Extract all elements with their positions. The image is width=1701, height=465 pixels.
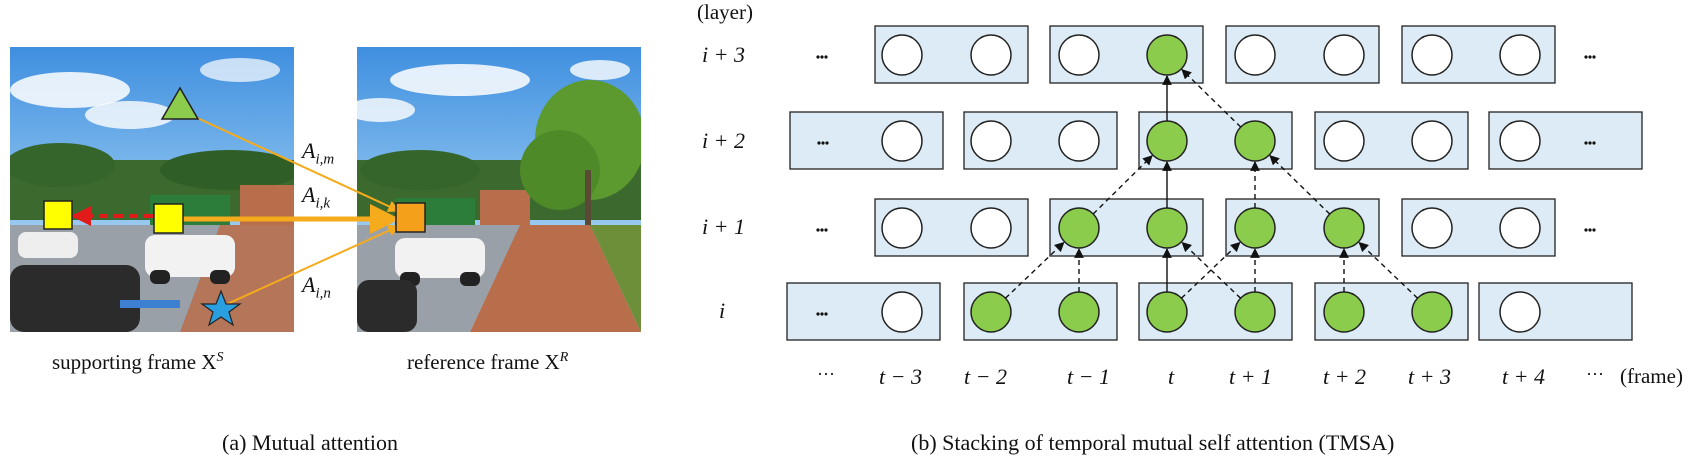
ellipsis-dot-iplus1-0a [816, 228, 820, 232]
layer-label-i-plus-3: i + 3 [702, 42, 745, 67]
caption-a: (a) Mutual attention [222, 430, 398, 455]
node-iplus3-f7 [1499, 34, 1541, 76]
frame-label-t-plus-4: t + 4 [1502, 364, 1545, 389]
frame-label-t-plus-3: t + 3 [1408, 364, 1451, 389]
node-iplus2-f0 [881, 120, 923, 162]
ellipsis-frame-left: ··· [817, 364, 835, 384]
frame-label-t-minus-3: t − 3 [879, 364, 922, 389]
node-iplus2-f2 [1058, 120, 1100, 162]
ellipsis-dot-iplus3-1a [1584, 55, 1588, 59]
ellipsis-dot-iplus1-1c [1592, 228, 1596, 232]
star-icon [200, 289, 242, 327]
edge-i1-f5-to-i2-f4 [1269, 154, 1331, 215]
ellipsis-dot-i-0c [824, 312, 828, 316]
orange-square-icon [395, 202, 426, 233]
edge-i1-f2-to-i2-f3 [1092, 155, 1153, 215]
ellipsis-dot-iplus1-1a [1584, 228, 1588, 232]
node-iplus3-f4 [1234, 34, 1276, 76]
node-iplus2-f6 [1411, 120, 1453, 162]
edge-i2-f4-to-i3-f3 [1181, 68, 1242, 128]
node-i-f7 [1499, 291, 1541, 333]
node-iplus1-f2 [1058, 207, 1100, 249]
yellow-square-icon-center [153, 203, 184, 234]
ellipsis-dot-iplus2-0a [817, 141, 821, 145]
node-i-f1 [970, 291, 1012, 333]
ellipsis-frame-right: ··· [1586, 364, 1604, 384]
node-i-f3 [1146, 291, 1188, 333]
node-iplus1-f7 [1499, 207, 1541, 249]
node-iplus2-f5 [1323, 120, 1365, 162]
attention-arrow-n [224, 225, 401, 306]
layer-label-i: i [719, 298, 726, 323]
node-iplus1-f4 [1234, 207, 1276, 249]
frame-label-t-minus-2: t − 2 [964, 364, 1007, 389]
ellipsis-dot-iplus2-0b [821, 141, 825, 145]
node-iplus1-f6 [1411, 207, 1453, 249]
node-iplus3-f3 [1146, 34, 1188, 76]
node-iplus3-f5 [1323, 34, 1365, 76]
node-iplus1-f0 [881, 207, 923, 249]
ellipsis-dot-i-0b [820, 312, 824, 316]
frame-label-t-minus-1: t − 1 [1067, 364, 1110, 389]
edge-i-f6-to-i1-f5 [1358, 241, 1419, 299]
node-iplus3-f6 [1411, 34, 1453, 76]
node-i-f5 [1323, 291, 1365, 333]
ellipsis-dot-iplus2-1a [1584, 141, 1588, 145]
yellow-square-icon-left [43, 200, 73, 230]
frame-label-t: t [1168, 364, 1175, 389]
node-i-f0 [881, 291, 923, 333]
node-iplus2-f1 [970, 120, 1012, 162]
layer-header: (layer) [697, 0, 753, 24]
attention-arrow-m [179, 109, 401, 212]
ellipsis-dot-iplus1-0b [820, 228, 824, 232]
supporting-frame-label: supporting frame XS [52, 350, 224, 374]
node-iplus3-f1 [970, 34, 1012, 76]
layer-label-i-plus-1: i + 1 [702, 214, 745, 239]
node-iplus3-f2 [1058, 34, 1100, 76]
edge-i-f1-to-i1-f2 [1004, 241, 1065, 299]
node-iplus1-f3 [1146, 207, 1188, 249]
ellipsis-dot-iplus3-0a [816, 55, 820, 59]
node-i-f4 [1234, 291, 1276, 333]
node-i-f6 [1411, 291, 1453, 333]
node-iplus2-f4 [1234, 120, 1276, 162]
reference-frame-label: reference frame XR [407, 350, 569, 374]
supporting-frame-photo [10, 47, 294, 332]
frame-header: (frame) [1620, 364, 1683, 388]
caption-b: (b) Stacking of temporal mutual self att… [911, 430, 1395, 455]
node-iplus3-f0 [881, 34, 923, 76]
ellipsis-dot-iplus3-0b [820, 55, 824, 59]
reference-frame-photo [357, 47, 641, 332]
ellipsis-dot-i-0a [816, 312, 820, 316]
frame-label-t-plus-2: t + 2 [1323, 364, 1366, 389]
attention-label-n: Ai,n [302, 272, 331, 302]
frame-label-t-plus-1: t + 1 [1229, 364, 1272, 389]
ellipsis-dot-iplus1-0c [824, 228, 828, 232]
node-iplus2-f7 [1499, 120, 1541, 162]
attention-label-m: Ai,m [302, 138, 335, 168]
layer-label-i-plus-2: i + 2 [702, 128, 745, 153]
node-iplus1-f1 [970, 207, 1012, 249]
ellipsis-dot-iplus2-1b [1588, 141, 1592, 145]
node-i-f2 [1058, 291, 1100, 333]
ellipsis-dot-iplus2-1c [1592, 141, 1596, 145]
edge-i-f4-to-i1-f3 [1181, 241, 1242, 299]
ellipsis-dot-iplus3-1c [1592, 55, 1596, 59]
triangle-icon [160, 86, 200, 120]
node-iplus1-f5 [1323, 207, 1365, 249]
node-iplus2-f3 [1146, 120, 1188, 162]
ellipsis-dot-iplus3-0c [824, 55, 828, 59]
ellipsis-dot-iplus1-1b [1588, 228, 1592, 232]
attention-label-k: Ai,k [302, 182, 331, 212]
ellipsis-dot-iplus2-0c [825, 141, 829, 145]
tmsa-diagram [786, 25, 1643, 341]
ellipsis-dot-iplus3-1b [1588, 55, 1592, 59]
